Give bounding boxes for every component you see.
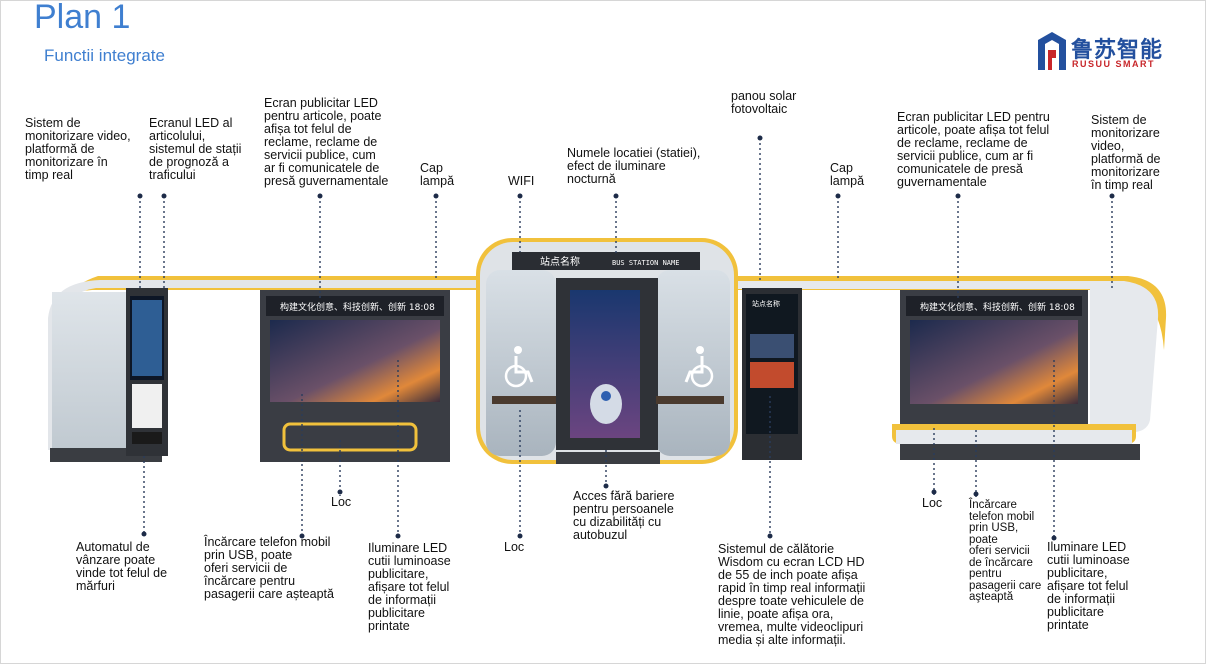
label-station-name: Numele locatiei (statiei), efect de ilum…	[567, 146, 701, 186]
page-title: Plan 1	[34, 0, 131, 36]
rusuu-logo: 鲁苏智能 RUSUU SMART	[1035, 30, 1165, 78]
label-seat-right: Loc	[922, 496, 943, 510]
logo-chinese-text: 鲁苏智能	[1071, 38, 1164, 63]
label-lamp-right: Cap lampă	[830, 161, 865, 188]
leader-lines	[139, 138, 1113, 538]
label-light-box-left: Iluminare LED cutii luminoase publicitar…	[368, 541, 451, 633]
lcd-travel-column: 站点名称	[742, 288, 802, 460]
vending-machine	[126, 288, 168, 456]
center-pod: 站点名称 BUS STATION NAME	[476, 238, 738, 464]
label-ad-screen-right: Ecran publicitar LED pentru articole, po…	[897, 110, 1050, 189]
label-monitor-right: Sistem de monitorizare video, platformă …	[1091, 113, 1161, 192]
label-ad-screen-left: Ecran publicitar LED pentru articole, po…	[264, 96, 389, 188]
roof-right	[738, 276, 1167, 432]
right-screen-banner: 构建文化创意、科技创新、创新 18:08	[920, 301, 1075, 313]
label-lamp-left: Cap lampă	[420, 161, 455, 188]
left-screen-banner: 构建文化创意、科技创新、创新 18:08	[280, 301, 435, 313]
leader-dots	[137, 135, 1115, 541]
label-led-screen: Ecranul LED al articolului, sistemul de …	[149, 116, 242, 182]
label-wifi: WIFI	[508, 174, 535, 188]
label-vending: Automatul de vânzare poate vinde tot fel…	[76, 540, 168, 593]
right-ad-panel: 构建文化创意、科技创新、创新 18:08	[892, 290, 1140, 460]
wheelchair-icon	[684, 346, 714, 388]
station-sign-en: BUS STATION NAME	[612, 259, 679, 267]
label-charging-left: Încărcare telefon mobil prin USB, poate …	[204, 535, 334, 601]
label-solar-panel: panou solar fotovoltaic	[731, 89, 797, 116]
logo-english-text: RUSUU SMART	[1072, 59, 1155, 69]
station-sign-cn: 站点名称	[540, 255, 580, 268]
wheelchair-icon	[504, 346, 534, 388]
left-ad-panel: 构建文化创意、科技创新、创新 18:08	[260, 290, 450, 462]
label-light-box-right: Iluminare LED cutii luminoase publicitar…	[1047, 540, 1130, 632]
label-seat-center: Loc	[504, 540, 525, 554]
label-travel-system: Sistemul de călătorie Wisdom cu ecran LC…	[718, 542, 866, 647]
logo-mark-icon	[1038, 32, 1066, 70]
label-charging-right: Încărcare telefon mobil prin USB, poate …	[969, 499, 1042, 603]
label-accessible: Acces fără bariere pentru persoanele cu …	[573, 489, 675, 542]
label-seat-left: Loc	[331, 495, 352, 509]
page-subtitle: Functii integrate	[44, 46, 165, 65]
lcd-title: 站点名称	[752, 299, 780, 308]
label-monitor-left: Sistem de monitorizare video, platformă …	[25, 116, 131, 182]
